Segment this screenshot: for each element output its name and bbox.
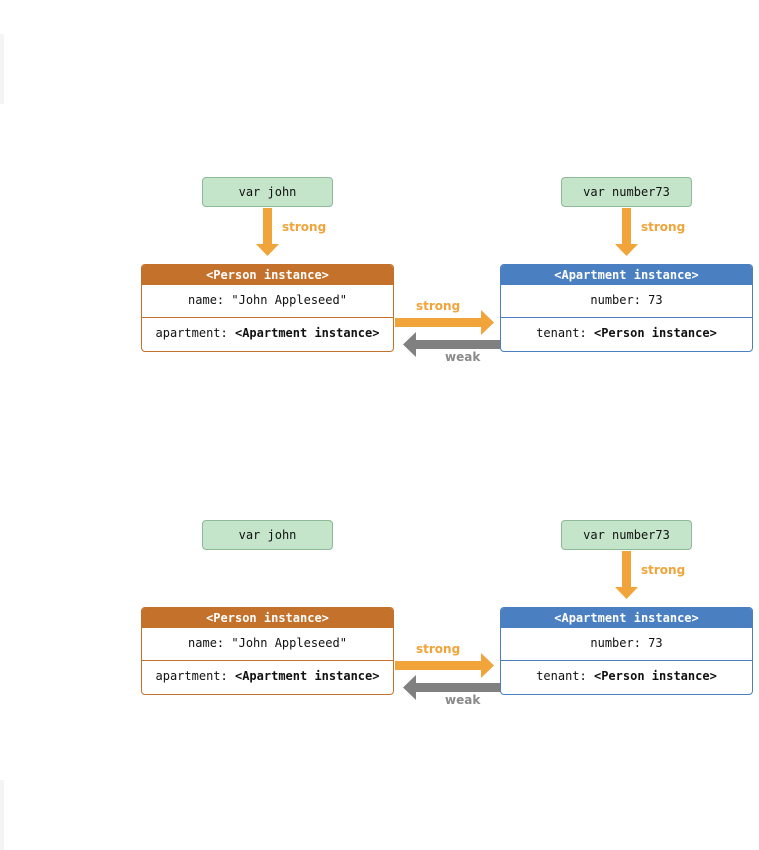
tenant-value: <Person instance> [593, 326, 717, 340]
apartment-instance-box: <Apartment instance> number: 73 tenant: … [500, 264, 753, 352]
apartment-value: <Apartment instance> [234, 669, 380, 683]
number73-strong-label: strong [641, 220, 686, 234]
number73-strong-arrow [615, 208, 638, 256]
reference-diagram-1: var john var number73 strong strong stro… [0, 177, 759, 407]
arrows-layer [256, 208, 638, 357]
apartment-instance-header: <Apartment instance> [501, 608, 752, 628]
person-apartment-row: apartment: <Apartment instance> [142, 661, 393, 694]
tenant-value: <Person instance> [593, 669, 717, 683]
apartment-key: apartment: [155, 326, 235, 340]
number73-strong-label: strong [641, 563, 686, 577]
john-strong-arrow [256, 208, 279, 256]
apartment-tenant-row: tenant: <Person instance> [501, 318, 752, 351]
tenant-key: tenant: [536, 326, 594, 340]
apartment-to-person-weak-arrow [403, 675, 501, 700]
reference-diagram-2: var john var number73 strong strong weak… [0, 520, 759, 750]
john-strong-label: strong [282, 220, 327, 234]
page-edge-mark [0, 34, 4, 104]
number73-strong-arrow [615, 551, 638, 599]
person-name-row: name: "John Appleseed" [142, 628, 393, 661]
person-to-apartment-strong-arrow [395, 310, 494, 335]
var-john-box: var john [202, 520, 333, 550]
var-number73-box: var number73 [561, 177, 692, 207]
apartment-to-person-label: weak [445, 693, 481, 707]
var-number73-box: var number73 [561, 520, 692, 550]
person-apartment-row: apartment: <Apartment instance> [142, 318, 393, 351]
page-edge-mark [0, 780, 4, 850]
apartment-key: apartment: [155, 669, 235, 683]
person-to-apartment-label: strong [416, 299, 461, 313]
apartment-value: <Apartment instance> [234, 326, 380, 340]
apartment-number-row: number: 73 [501, 285, 752, 318]
person-instance-header: <Person instance> [142, 265, 393, 285]
apartment-tenant-row: tenant: <Person instance> [501, 661, 752, 694]
apartment-to-person-weak-arrow [403, 332, 501, 357]
person-instance-box: <Person instance> name: "John Appleseed"… [141, 264, 394, 352]
person-instance-box: <Person instance> name: "John Appleseed"… [141, 607, 394, 695]
apartment-number-row: number: 73 [501, 628, 752, 661]
person-name-row: name: "John Appleseed" [142, 285, 393, 318]
tenant-key: tenant: [536, 669, 594, 683]
person-instance-header: <Person instance> [142, 608, 393, 628]
arrows-layer [395, 551, 638, 700]
person-to-apartment-strong-arrow [395, 653, 494, 678]
apartment-instance-box: <Apartment instance> number: 73 tenant: … [500, 607, 753, 695]
apartment-to-person-label: weak [445, 350, 481, 364]
var-john-box: var john [202, 177, 333, 207]
apartment-instance-header: <Apartment instance> [501, 265, 752, 285]
person-to-apartment-label: strong [416, 642, 461, 656]
